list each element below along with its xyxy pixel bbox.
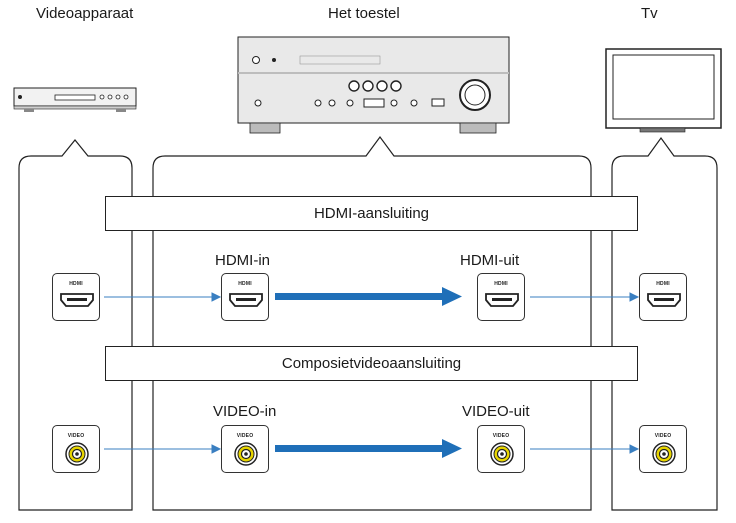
hdmi-port-caption: HDMI	[656, 281, 670, 287]
video-player-icon	[13, 87, 137, 112]
arrow-source-to-hdmi-in	[104, 292, 222, 302]
hdmi-connector-icon	[485, 293, 519, 307]
video-in-label: VIDEO-in	[213, 403, 277, 420]
hdmi-in-label: HDMI-in	[215, 252, 270, 269]
hdmi-connection-label: HDMI-aansluiting	[313, 205, 430, 222]
tv-hdmi-port: HDMI	[639, 273, 687, 321]
video-port-caption: VIDEO	[67, 433, 85, 439]
receiver-video-out-port: VIDEO	[477, 425, 525, 473]
tv-panel	[611, 136, 718, 511]
tv-icon	[605, 48, 722, 133]
rca-jack-icon	[234, 442, 258, 466]
hdmi-connector-icon	[60, 293, 94, 307]
receiver-hdmi-out-port: HDMI	[477, 273, 525, 321]
arrow-source-to-video-in	[104, 444, 222, 454]
video-port-caption: VIDEO	[654, 433, 672, 439]
composite-connection-band: Composietvideoaansluiting	[105, 346, 638, 381]
video-port-caption: VIDEO	[492, 433, 510, 439]
arrow-video-through	[275, 439, 462, 458]
video-out-label: VIDEO-uit	[462, 403, 530, 420]
hdmi-connector-icon	[647, 293, 681, 307]
composite-connection-label: Composietvideoaansluiting	[281, 355, 462, 372]
receiver-video-in-port: VIDEO	[221, 425, 269, 473]
hdmi-port-caption: HDMI	[69, 281, 83, 287]
arrow-hdmi-out-to-tv	[530, 292, 640, 302]
hdmi-connector-icon	[229, 293, 263, 307]
arrow-video-out-to-tv	[530, 444, 640, 454]
hdmi-out-label: HDMI-uit	[460, 252, 520, 269]
source-video-port: VIDEO	[52, 425, 100, 473]
receiver-icon	[237, 36, 510, 134]
receiver-device-label: Het toestel	[328, 5, 400, 22]
rca-jack-icon	[490, 442, 514, 466]
source-device-label: Videoapparaat	[36, 5, 134, 22]
hdmi-port-caption: HDMI	[494, 281, 508, 287]
receiver-hdmi-in-port: HDMI	[221, 273, 269, 321]
rca-jack-icon	[652, 442, 676, 466]
source-hdmi-port: HDMI	[52, 273, 100, 321]
hdmi-port-caption: HDMI	[238, 281, 252, 287]
rca-jack-icon	[65, 442, 89, 466]
hdmi-connection-band: HDMI-aansluiting	[105, 196, 638, 231]
tv-device-label: Tv	[641, 5, 658, 22]
video-port-caption: VIDEO	[236, 433, 254, 439]
source-panel	[18, 139, 133, 511]
tv-video-port: VIDEO	[639, 425, 687, 473]
arrow-hdmi-through	[275, 287, 462, 306]
